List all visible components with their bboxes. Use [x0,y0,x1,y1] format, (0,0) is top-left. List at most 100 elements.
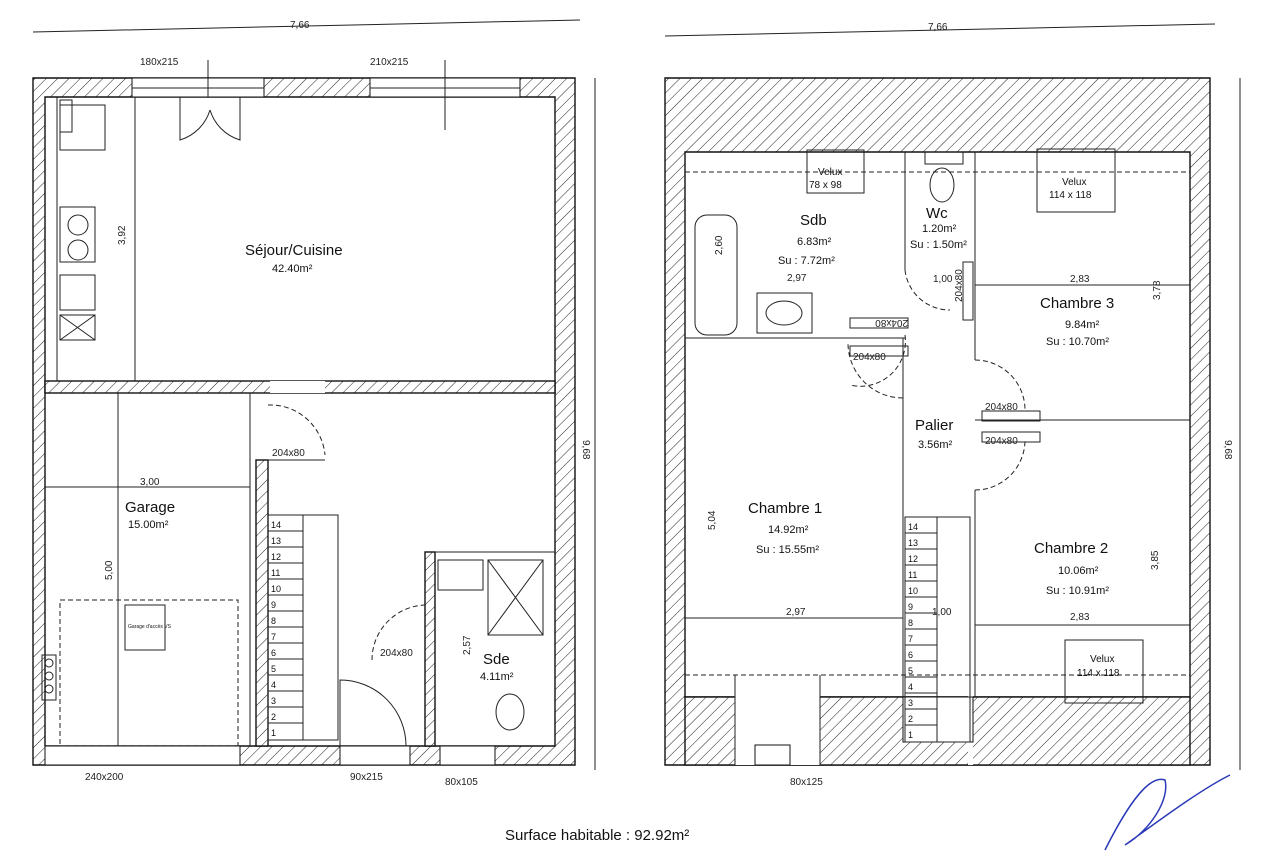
ground-stair-step-number: 6 [271,648,276,658]
ground-stair-step-number: 12 [271,552,281,562]
door-label-wc: 204x80 [954,269,965,302]
sde-basin [437,559,484,591]
sdb-basin [756,292,813,334]
wc-width-dim: 1,00 [933,274,953,285]
door-label-ch1: 204x80 [853,352,886,363]
room-wc-su: Su : 1.50m² [910,239,967,251]
opening-180x215: 180x215 [140,57,179,68]
velux-ch3 [1036,148,1116,213]
ch3-width-dim: 2,83 [1070,274,1090,285]
ch1-width-dim: 2,97 [786,607,806,618]
upper-stair-step-number: 3 [908,698,913,708]
sde-toilet [495,693,525,731]
upper-stair-step-number: 11 [908,570,917,580]
room-sejour-name: Séjour/Cuisine [245,242,343,259]
room-sejour-area: 42.40m² [272,263,313,275]
sde-shower [487,559,544,636]
room-garage-name: Garage [125,499,175,516]
sdb-height-dim: 2,60 [714,235,725,255]
velux-ch2-label: Velux [1090,654,1114,665]
ground-stair-step-number: 2 [271,712,276,722]
stair-width-dim: 1,00 [932,607,952,618]
sdb-width-dim: 2,97 [787,273,807,284]
ground-width-dim: 7,66 [290,20,310,31]
ground-stair-step-number: 13 [271,536,281,546]
upper-stair-step-number: 6 [908,650,913,660]
door-label-sejour: 204x80 [272,448,305,459]
upper-height-dim: 9,68 [1222,440,1233,460]
room-ch2-area: 10.06m² [1058,565,1099,577]
upper-stair-step-number: 4 [908,682,913,692]
sink [59,206,96,263]
ch1-height-dim: 5,04 [707,510,718,530]
ch2-height-dim: 3,85 [1150,550,1161,570]
garage-partition-wall [255,459,269,747]
ground-stair-step-number: 11 [271,568,280,578]
room-ch2-name: Chambre 2 [1034,540,1108,557]
velux-sdb-label: Velux [818,167,842,178]
velux-ch2 [1064,639,1144,704]
sde-height-dim: 2,57 [462,635,473,655]
ch2-width-dim: 2,83 [1070,612,1090,623]
ground-height-dim: 9,68 [580,440,591,460]
door-label-ch3: 204x80 [985,402,1018,413]
room-sde-name: Sde [483,651,510,668]
hob [59,274,96,311]
upper-stair-step-number: 5 [908,666,913,676]
room-sdb-area: 6.83m² [797,236,832,248]
kitchen-height-dim: 3,92 [117,225,128,245]
room-sdb-su: Su : 7.72m² [778,255,835,267]
ground-stair-step-number: 7 [271,632,276,642]
wc-toilet [929,167,955,203]
upper-width-dim: 7,66 [928,22,948,33]
meter-box [41,654,57,701]
upper-stair-step-number: 7 [908,634,913,644]
ch3-height-dim: 3,78 [1152,280,1163,300]
door-label-sde: 204x80 [380,648,413,659]
ground-stair-step-number: 9 [271,600,276,610]
upper-stair-step-number: 12 [908,554,918,564]
surface-habitable: Surface habitable : 92.92m² [505,827,689,844]
door-label-ch2: 204x80 [985,436,1018,447]
room-sdb-name: Sdb [800,212,827,229]
velux-ch3-size: 114 x 118 [1049,190,1092,201]
room-ch1-name: Chambre 1 [748,500,822,517]
velux-sdb [806,149,865,194]
room-ch2-su: Su : 10.91m² [1046,585,1109,597]
signature [1104,774,1231,851]
upper-stair-step-number: 14 [908,522,918,532]
room-palier-area: 3.56m² [918,439,953,451]
opening-90x215: 90x215 [350,772,383,783]
upper-floor-plan: 7,66 9,68 80x125 Velux 78 x 98 2,60 2,97… [664,22,1241,788]
door-label-sdb: 204x80 [875,317,908,328]
room-palier-name: Palier [915,417,953,434]
room-ch1-area: 14.92m² [768,524,809,536]
upper-stair-step-number: 13 [908,538,918,548]
garage-width-dim: 3,00 [140,477,160,488]
ground-stair-step-number: 14 [271,520,281,530]
upper-stair-step-number: 10 [908,586,918,596]
fridge [59,104,106,151]
upper-stair-step-number: 1 [908,730,913,740]
ground-stair-step-number: 3 [271,696,276,706]
upper-stair-step-number: 8 [908,618,913,628]
upper-stair-step-number: 9 [908,602,913,612]
room-ch3-area: 9.84m² [1065,319,1100,331]
upper-stair-step-number: 2 [908,714,913,724]
velux-sdb-size: 78 x 98 [809,180,842,191]
garage-note-box [124,604,166,651]
room-garage-area: 15.00m² [128,519,169,531]
ground-stair-step-number: 5 [271,664,276,674]
opening-80x105: 80x105 [445,777,478,788]
velux-ch2-size: 114 x 118 [1077,668,1120,679]
room-wc-name: Wc [926,205,948,222]
bathtub [694,214,738,336]
ground-stair-step-number: 8 [271,616,276,626]
opening-210x215: 210x215 [370,57,409,68]
room-ch1-su: Su : 15.55m² [756,544,819,556]
car-outline [59,599,239,747]
garage-note: Garage d'accès VS [128,624,172,630]
ground-stair-step-number: 1 [271,728,276,738]
ground-floor-plan: 7,66 9,68 180x215 210x215 [32,19,596,788]
opening-240x200: 240x200 [85,772,124,783]
